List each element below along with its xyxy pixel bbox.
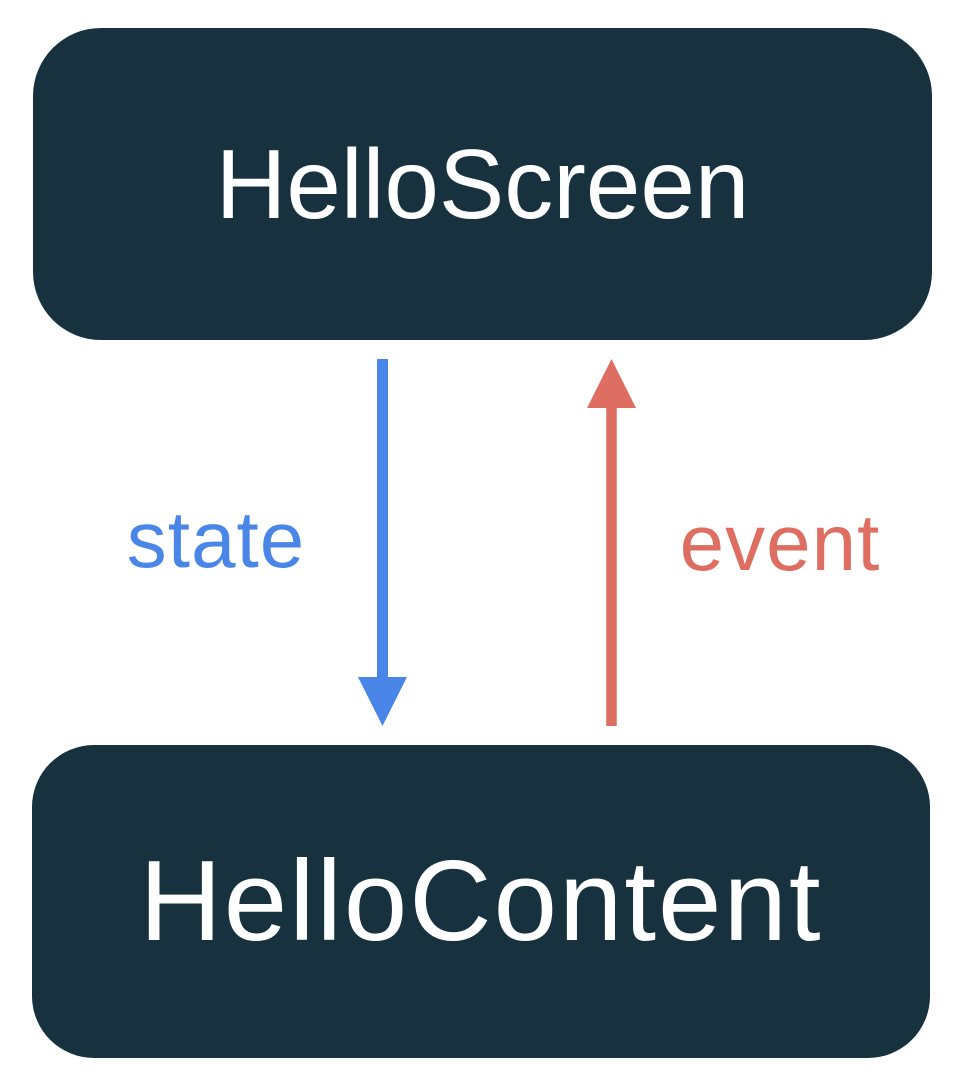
node-hellocontent: HelloContent [32, 745, 930, 1058]
node-helloscreen: HelloScreen [33, 28, 932, 340]
node-hellocontent-label: HelloContent [139, 838, 823, 965]
event-label: event [679, 498, 881, 587]
event-arrowhead-icon [587, 359, 636, 408]
node-helloscreen-label: HelloScreen [215, 128, 750, 239]
state-arrow-icon [358, 359, 407, 726]
state-label: state [126, 495, 306, 584]
state-arrowhead-icon [358, 677, 407, 726]
event-arrow-icon [587, 359, 636, 726]
